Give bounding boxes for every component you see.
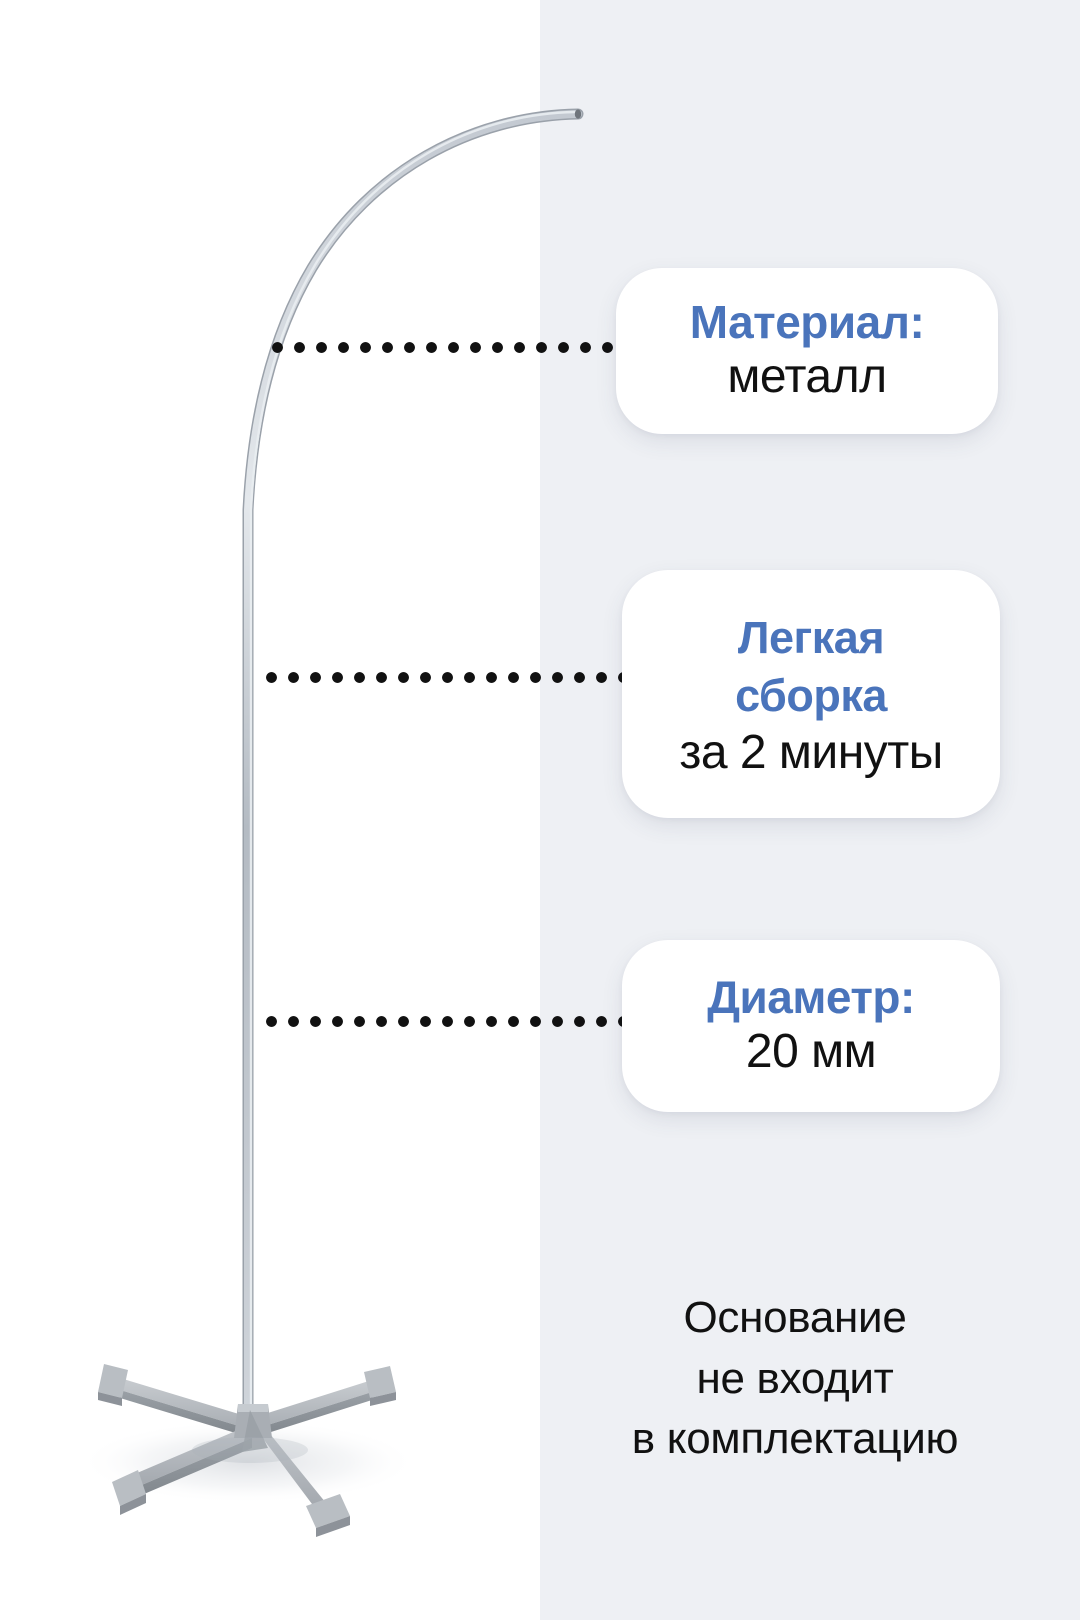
feature-card-material-subtitle: металл — [727, 349, 887, 403]
leader-line-diameter — [266, 1016, 624, 1027]
feature-card-diameter-subtitle: 20 мм — [745, 1024, 877, 1078]
feature-card-assembly-title-line-1: Легкая — [737, 612, 885, 664]
leader-line-material — [272, 342, 624, 353]
feature-card-assembly-subtitle: за 2 минуты — [679, 725, 943, 779]
feature-card-assembly: Легкая сборка за 2 минуты — [622, 570, 1000, 818]
leader-line-assembly — [266, 672, 624, 683]
feature-card-material: Материал: металл — [616, 268, 998, 434]
feature-card-diameter: Диаметр: 20 мм — [622, 940, 1000, 1112]
feature-card-assembly-title-line-2: сборка — [735, 670, 887, 722]
background-left-panel — [0, 0, 540, 1620]
base-not-included-note-line-1: Основание — [683, 1293, 907, 1342]
base-not-included-note: Основание не входит в комплектацию — [560, 1288, 1030, 1470]
feature-card-material-title: Материал: — [689, 296, 925, 349]
base-not-included-note-line-2: не входит — [696, 1353, 894, 1403]
feature-card-diameter-title: Диаметр: — [707, 971, 915, 1024]
base-not-included-note-line-3: в комплектацию — [631, 1414, 959, 1464]
